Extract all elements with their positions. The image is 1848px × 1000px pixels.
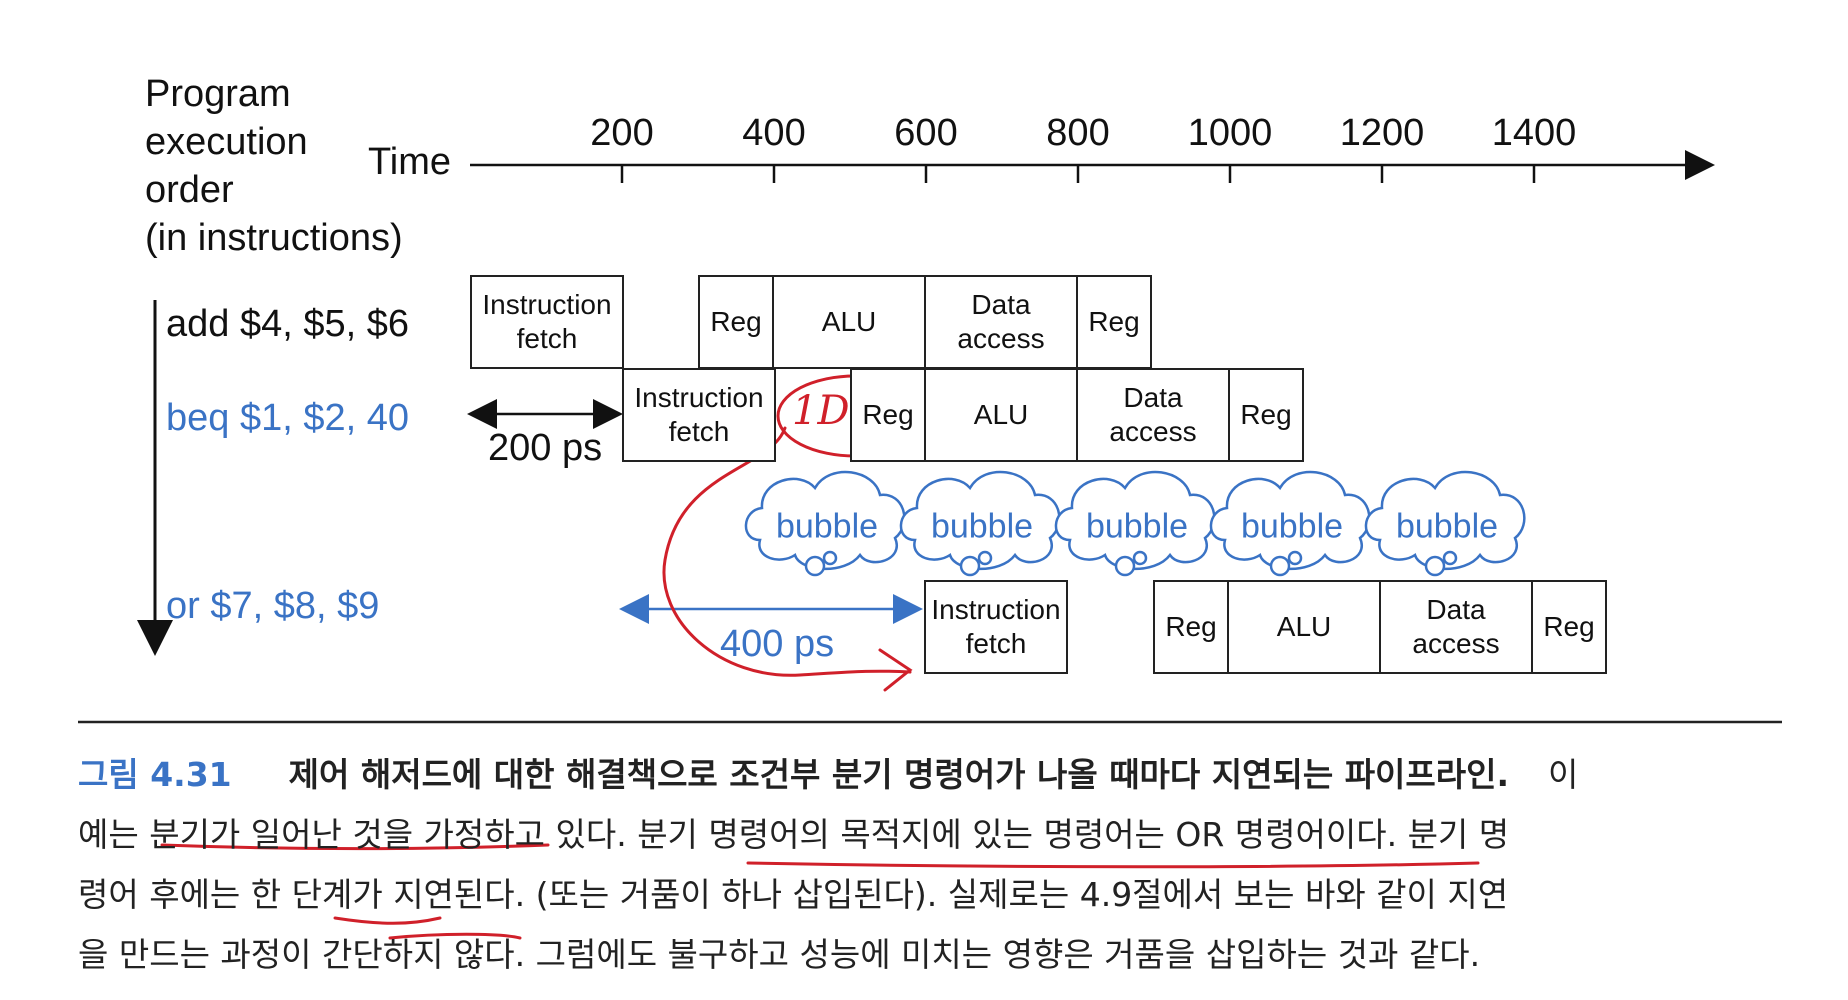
y-axis-title: Program execution order (in instructions… [145,70,403,262]
bubble-label: bubble [930,507,1034,546]
stage-beq-alu: ALU [924,368,1078,462]
y-axis-title-line: (in instructions) [145,217,403,259]
stage-or-mem: Data access [1379,580,1533,674]
stage-beq-if: Instruction fetch [622,368,776,462]
bubble-label: bubble [1395,507,1499,546]
instruction-beq: beq $1, $2, 40 [166,397,409,439]
stage-beq-reg1: Reg [850,368,926,462]
bubble-label: bubble [1240,507,1344,546]
stage-add-reg2: Reg [1076,275,1152,369]
caption-line-2: 예는 분기가 일어난 것을 가정하고 있다. 분기 명령어의 목적지에 있는 명… [78,815,1510,854]
tick-marks [620,165,1536,183]
stage-add-mem: Data access [924,275,1078,369]
tick-label: 1400 [1491,112,1577,154]
bubble-label: bubble [1085,507,1189,546]
handwritten-annotation [160,374,1480,940]
y-axis-title-line: Program [145,73,291,115]
figure-number: 그림 4.31 [78,755,232,794]
y-axis-title-line: order [145,169,234,211]
bubble-cloud-2 [899,470,1061,577]
bubble-cloud-3 [1054,470,1216,577]
stage-beq-mem: Data access [1076,368,1230,462]
interval-label-b: 400 ps [720,623,835,665]
bubble-cloud-4 [1209,470,1371,577]
bubble-cloud-5 [1364,470,1526,577]
bubble-cloud-1 [744,470,906,577]
instruction-add: add $4, $5, $6 [166,303,409,345]
tick-label: 600 [894,112,958,154]
stage-beq-reg2: Reg [1228,368,1304,462]
caption-line-3: 령어 후에는 한 단계가 지연된다. (또는 거품이 하나 삽입된다). 실제로… [78,875,1509,914]
caption-text: 이 [1548,755,1579,794]
caption-line-1: 그림 4.31 제어 해저드에 대한 해결책으로 조건부 분기 명령어가 나올 … [78,748,1578,796]
figure-title: 제어 해저드에 대한 해결책으로 조건부 분기 명령어가 나올 때마다 지연되는… [288,755,1510,794]
tick-label: 800 [1046,112,1110,154]
stage-add-alu: ALU [772,275,926,369]
stage-or-reg1: Reg [1153,580,1229,674]
interval-label-a: 200 ps [488,427,603,469]
tick-label: 200 [590,112,654,154]
instruction-or: or $7, $8, $9 [166,585,380,627]
tick-label: 1000 [1187,112,1273,154]
tick-label: 1200 [1339,112,1425,154]
stage-add-reg1: Reg [698,275,774,369]
tick-label: 400 [742,112,806,154]
caption-line-4: 을 만드는 과정이 간단하지 않다. 그럼에도 불구하고 성능에 미치는 영향은… [78,935,1481,974]
y-axis-title-line: execution [145,121,308,163]
bubble-label: bubble [775,507,879,546]
stage-add-if: Instruction fetch [470,275,624,369]
stage-or-if: Instruction fetch [924,580,1068,674]
stage-or-reg2: Reg [1531,580,1607,674]
stage-or-alu: ALU [1227,580,1381,674]
handwritten-note: 1D [792,388,850,434]
x-axis-title: Time [368,141,452,183]
